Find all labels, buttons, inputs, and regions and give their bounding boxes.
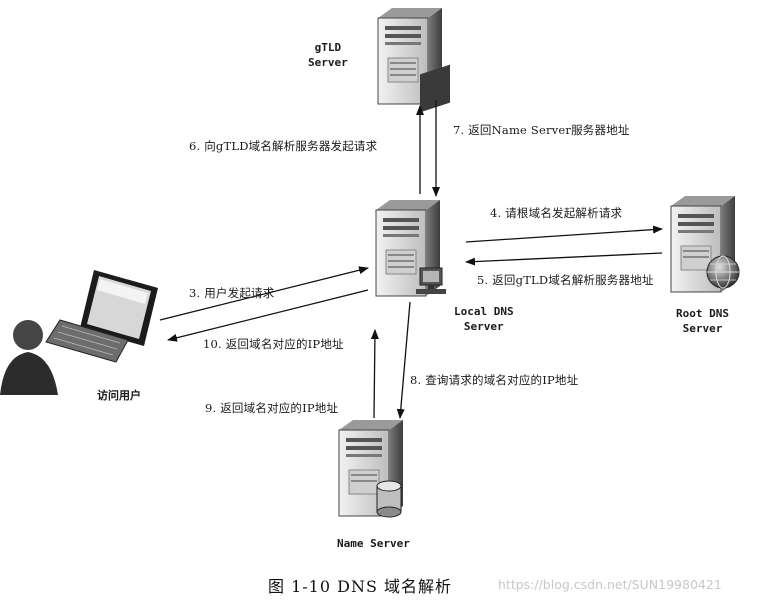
local-dns-label: Local DNS Server (454, 304, 514, 334)
step-5-label: 5. 返回gTLD域名解析服务器地址 (477, 273, 654, 287)
name-server-label-line1: Name Server (337, 537, 410, 550)
step-6-label: 6. 向gTLD域名解析服务器发起请求 (189, 139, 378, 153)
step-4-label: 4. 请根域名发起解析请求 (490, 206, 623, 220)
root-dns-server-icon (670, 196, 740, 293)
user-label: 访问用户 (97, 388, 141, 403)
root-dns-label-line2: Server (682, 322, 723, 335)
watermark: https://blog.csdn.net/SUN19980421 (498, 577, 722, 592)
root-dns-label-line1: Root DNS (676, 307, 729, 320)
root-dns-label: Root DNS Server (676, 306, 729, 336)
local-dns-server-icon (375, 200, 446, 297)
arrow-step-8 (396, 301, 411, 419)
arrow-step-5 (465, 252, 663, 266)
step-3-label: 3. 用户发起请求 (189, 286, 275, 300)
gtld-server-label: gTLD Server (308, 40, 348, 70)
user-label-line1: 访问用户 (97, 389, 141, 402)
user-icon (0, 270, 158, 395)
step-10-label: 10. 返回域名对应的IP地址 (203, 337, 344, 351)
local-dns-label-line1: Local DNS (454, 305, 514, 318)
step-8-label: 8. 查询请求的域名对应的IP地址 (410, 373, 579, 387)
step-9-label: 9. 返回域名对应的IP地址 (205, 401, 339, 415)
arrow-step-10 (167, 289, 369, 342)
database-icon (376, 480, 402, 518)
gtld-server-label-line1: gTLD (314, 41, 342, 54)
globe-icon (706, 255, 740, 289)
name-server-icon (338, 420, 403, 518)
arrow-step-4 (465, 225, 663, 243)
arrow-step-3 (159, 266, 369, 321)
gtld-server-icon (377, 8, 450, 113)
local-dns-label-line2: Server (463, 320, 504, 333)
figure-caption: 图 1-10 DNS 域名解析 (268, 577, 452, 596)
step-7-label: 7. 返回Name Server服务器地址 (453, 123, 630, 137)
gtld-server-label-line2: Server (308, 56, 348, 69)
arrow-step-9 (370, 329, 379, 419)
name-server-label: Name Server (337, 536, 410, 551)
